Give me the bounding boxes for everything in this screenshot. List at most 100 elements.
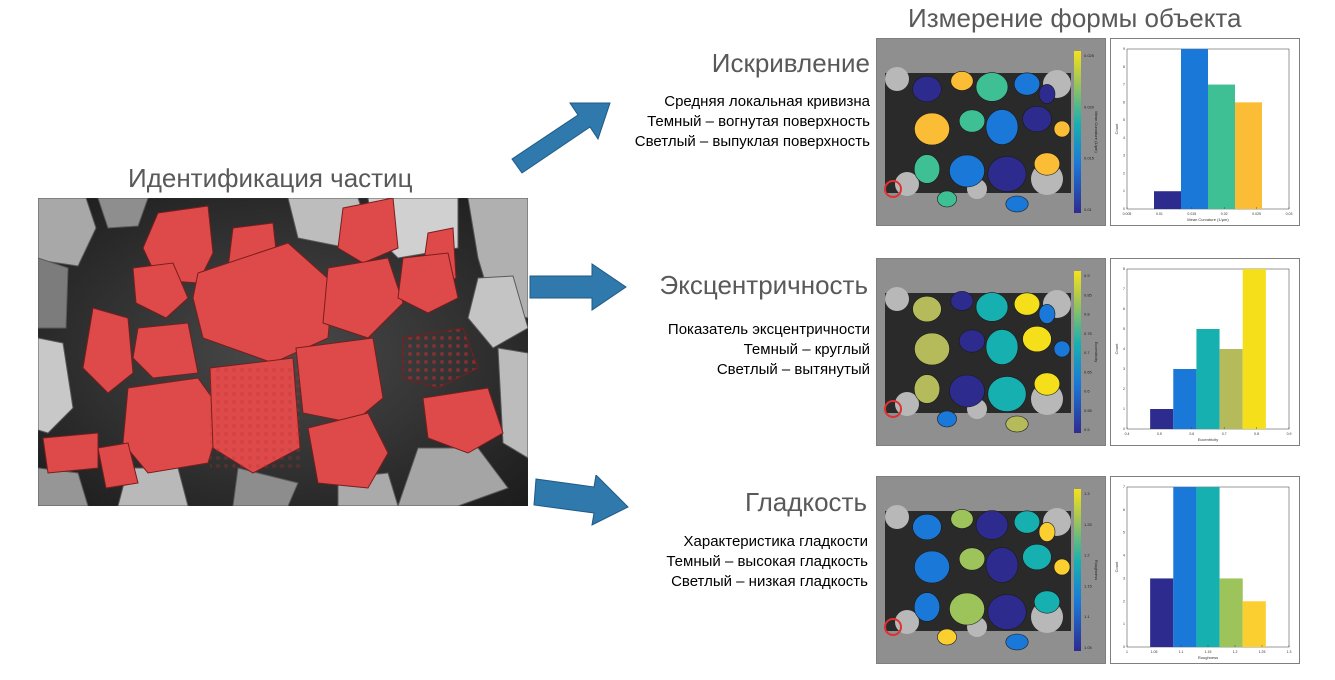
colorbar-tick: 0.6 bbox=[1084, 389, 1090, 394]
x-tick-label: 1.15 bbox=[1205, 650, 1212, 654]
colored-particle bbox=[912, 295, 942, 323]
colored-particle bbox=[975, 72, 1009, 102]
arrow-down-right-icon bbox=[532, 475, 632, 527]
colored-particle bbox=[949, 374, 985, 408]
colored-particle bbox=[1013, 72, 1041, 96]
y-tick-label: 4 bbox=[1123, 136, 1125, 140]
colored-particle bbox=[949, 592, 985, 626]
colored-particle bbox=[950, 71, 974, 91]
colored-particle bbox=[1033, 152, 1061, 176]
colored-particle bbox=[1013, 510, 1041, 534]
colored-particle bbox=[975, 292, 1009, 322]
x-tick-label: 0.4 bbox=[1125, 432, 1130, 436]
colorbar-tick: 0.8 bbox=[1084, 312, 1090, 317]
x-tick-label: 0.015 bbox=[1187, 212, 1196, 216]
eccentricity-desc-line-2: Темный – круглый bbox=[743, 341, 870, 358]
smoothness-description: Характеристика гладкости Темный – высока… bbox=[666, 532, 868, 592]
y-axis-label: Count bbox=[1114, 123, 1119, 135]
histogram-bar bbox=[1181, 49, 1208, 209]
y-tick-label: 8 bbox=[1123, 65, 1125, 69]
x-tick-label: 0.9 bbox=[1287, 432, 1292, 436]
histogram-bar bbox=[1196, 487, 1220, 647]
y-tick-label: 0 bbox=[1123, 427, 1125, 431]
colorbar-tick: 0.015 bbox=[1084, 156, 1095, 161]
y-tick-label: 9 bbox=[1123, 47, 1125, 51]
y-tick-label: 3 bbox=[1123, 367, 1125, 371]
y-axis-label: Count bbox=[1114, 343, 1119, 355]
colorbar-tick: 1.1 bbox=[1084, 614, 1090, 619]
y-tick-label: 7 bbox=[1123, 83, 1125, 87]
curvature-description: Средняя локальная кривизна Темный – вогн… bbox=[635, 92, 870, 152]
histogram-bar bbox=[1154, 191, 1181, 209]
y-tick-label: 7 bbox=[1123, 485, 1125, 489]
colorbar-tick: 1.2 bbox=[1084, 553, 1090, 558]
y-tick-label: 0 bbox=[1123, 645, 1125, 649]
x-tick-label: 1.1 bbox=[1179, 650, 1184, 654]
colored-particle bbox=[985, 109, 1019, 145]
colorbar-tick: 0.7 bbox=[1084, 350, 1090, 355]
colored-particle bbox=[937, 190, 957, 208]
colored-particle bbox=[1033, 590, 1061, 614]
y-tick-label: 6 bbox=[1123, 100, 1125, 104]
colored-particle bbox=[1038, 522, 1056, 542]
x-tick-label: 0.6 bbox=[1189, 432, 1194, 436]
colorbar-label: Mean Curvature (1/μm) bbox=[1094, 111, 1099, 153]
colored-particle bbox=[1053, 340, 1071, 358]
colored-particle bbox=[1013, 292, 1041, 316]
x-axis-label: Mean Curvature (1/μm) bbox=[1187, 217, 1229, 222]
arrow-up-right-icon bbox=[510, 95, 620, 180]
histogram-bar bbox=[1219, 578, 1243, 647]
colored-particle bbox=[1053, 558, 1071, 576]
smoothness-desc-line-1: Характеристика гладкости bbox=[683, 533, 869, 550]
y-tick-label: 1 bbox=[1123, 622, 1125, 626]
x-tick-label: 1.2 bbox=[1233, 650, 1238, 654]
y-tick-label: 7 bbox=[1123, 287, 1125, 291]
colorbar-tick: 0.5 bbox=[1084, 427, 1090, 432]
page-title: Измерение формы объекта bbox=[908, 3, 1242, 33]
y-tick-label: 3 bbox=[1123, 576, 1125, 580]
y-tick-label: 6 bbox=[1123, 307, 1125, 311]
highlight-ring bbox=[884, 400, 902, 418]
curvature-desc-line-1: Средняя локальная кривизна bbox=[664, 93, 870, 110]
eccentricity-title: Эксцентричность bbox=[659, 270, 868, 300]
x-tick-label: 1.05 bbox=[1151, 650, 1158, 654]
histogram-bar bbox=[1173, 487, 1197, 647]
colored-particle bbox=[958, 329, 986, 353]
colored-particle bbox=[958, 547, 986, 571]
colored-particle bbox=[912, 513, 942, 541]
y-tick-label: 1 bbox=[1123, 407, 1125, 411]
x-tick-label: 0.5 bbox=[1157, 432, 1162, 436]
x-tick-label: 0.8 bbox=[1254, 432, 1259, 436]
colored-particle bbox=[985, 547, 1019, 583]
arrow-right-icon bbox=[528, 262, 628, 312]
histogram-bar bbox=[1150, 409, 1174, 429]
smoothness-desc-line-2: Темный – высокая гладкость bbox=[666, 553, 868, 570]
colored-particle bbox=[949, 154, 985, 188]
colored-particle bbox=[1038, 304, 1056, 324]
y-tick-label: 5 bbox=[1123, 327, 1125, 331]
eccentricity-desc-line-1: Показатель эксцентричности bbox=[667, 321, 870, 338]
colorbar-tick: 1.05 bbox=[1084, 645, 1093, 650]
colored-particle bbox=[914, 550, 950, 584]
colored-particle bbox=[1022, 325, 1052, 353]
smoothness-desc-line-3: Светлый – низкая гладкость bbox=[671, 573, 868, 590]
smoothness-title: Гладкость bbox=[744, 487, 867, 517]
colorbar-tick: 0.65 bbox=[1084, 369, 1093, 374]
x-tick-label: 1 bbox=[1126, 650, 1128, 654]
x-tick-label: 0.025 bbox=[1252, 212, 1261, 216]
colored-particle bbox=[1038, 84, 1056, 104]
x-axis-label: Eccentricity bbox=[1198, 437, 1218, 442]
y-tick-label: 5 bbox=[1123, 531, 1125, 535]
colored-particle bbox=[958, 109, 986, 133]
colored-particle bbox=[950, 509, 974, 529]
y-tick-label: 1 bbox=[1123, 189, 1125, 193]
colorbar-tick: 1.15 bbox=[1084, 583, 1093, 588]
histogram-bar bbox=[1173, 369, 1197, 429]
colored-particle bbox=[1022, 105, 1052, 133]
